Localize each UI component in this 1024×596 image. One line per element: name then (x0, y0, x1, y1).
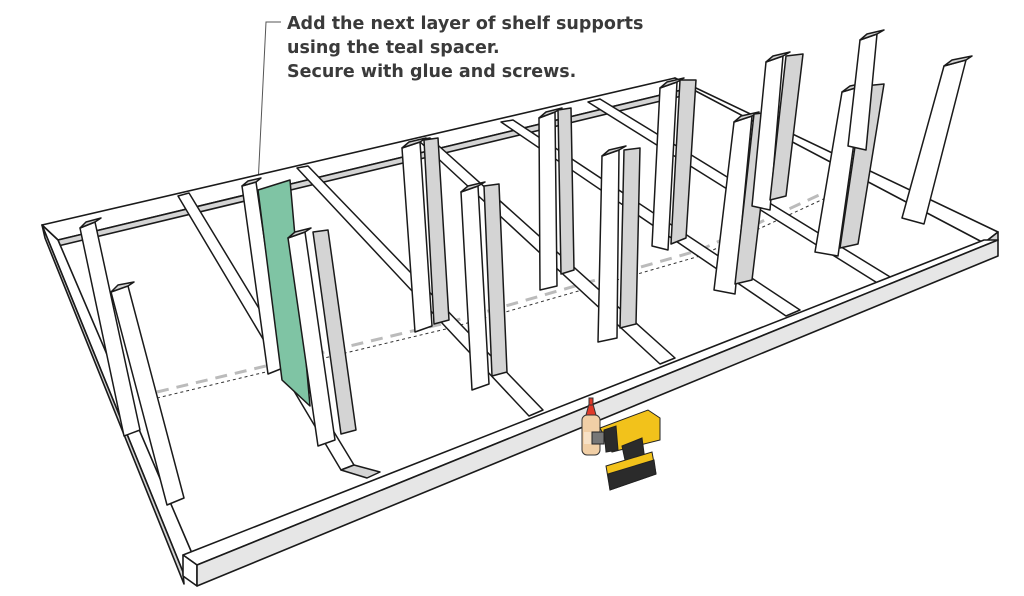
shelf-support (538, 111, 558, 291)
shelf-support (839, 83, 885, 249)
shelf-support (312, 229, 357, 435)
teal-spacer (257, 179, 311, 407)
callout-line-2: using the teal spacer. (287, 38, 500, 58)
shelf-support (557, 107, 575, 275)
shelf-supports (79, 29, 973, 506)
callout-line-1: Add the next layer of shelf supports (287, 14, 644, 34)
instruction-callout: Add the next layer of shelf supports usi… (287, 12, 707, 84)
callout-line-3: Secure with glue and screws. (287, 62, 577, 82)
shelf-support (597, 149, 620, 343)
shelf-support (670, 79, 697, 245)
shelf-support (619, 147, 641, 329)
shelf-support (423, 137, 450, 325)
shelf-support (483, 183, 508, 377)
callout-leader-line (257, 21, 281, 186)
cordless-drill-icon (591, 409, 661, 491)
shelf-support (901, 59, 967, 225)
shelf-support (769, 53, 804, 201)
